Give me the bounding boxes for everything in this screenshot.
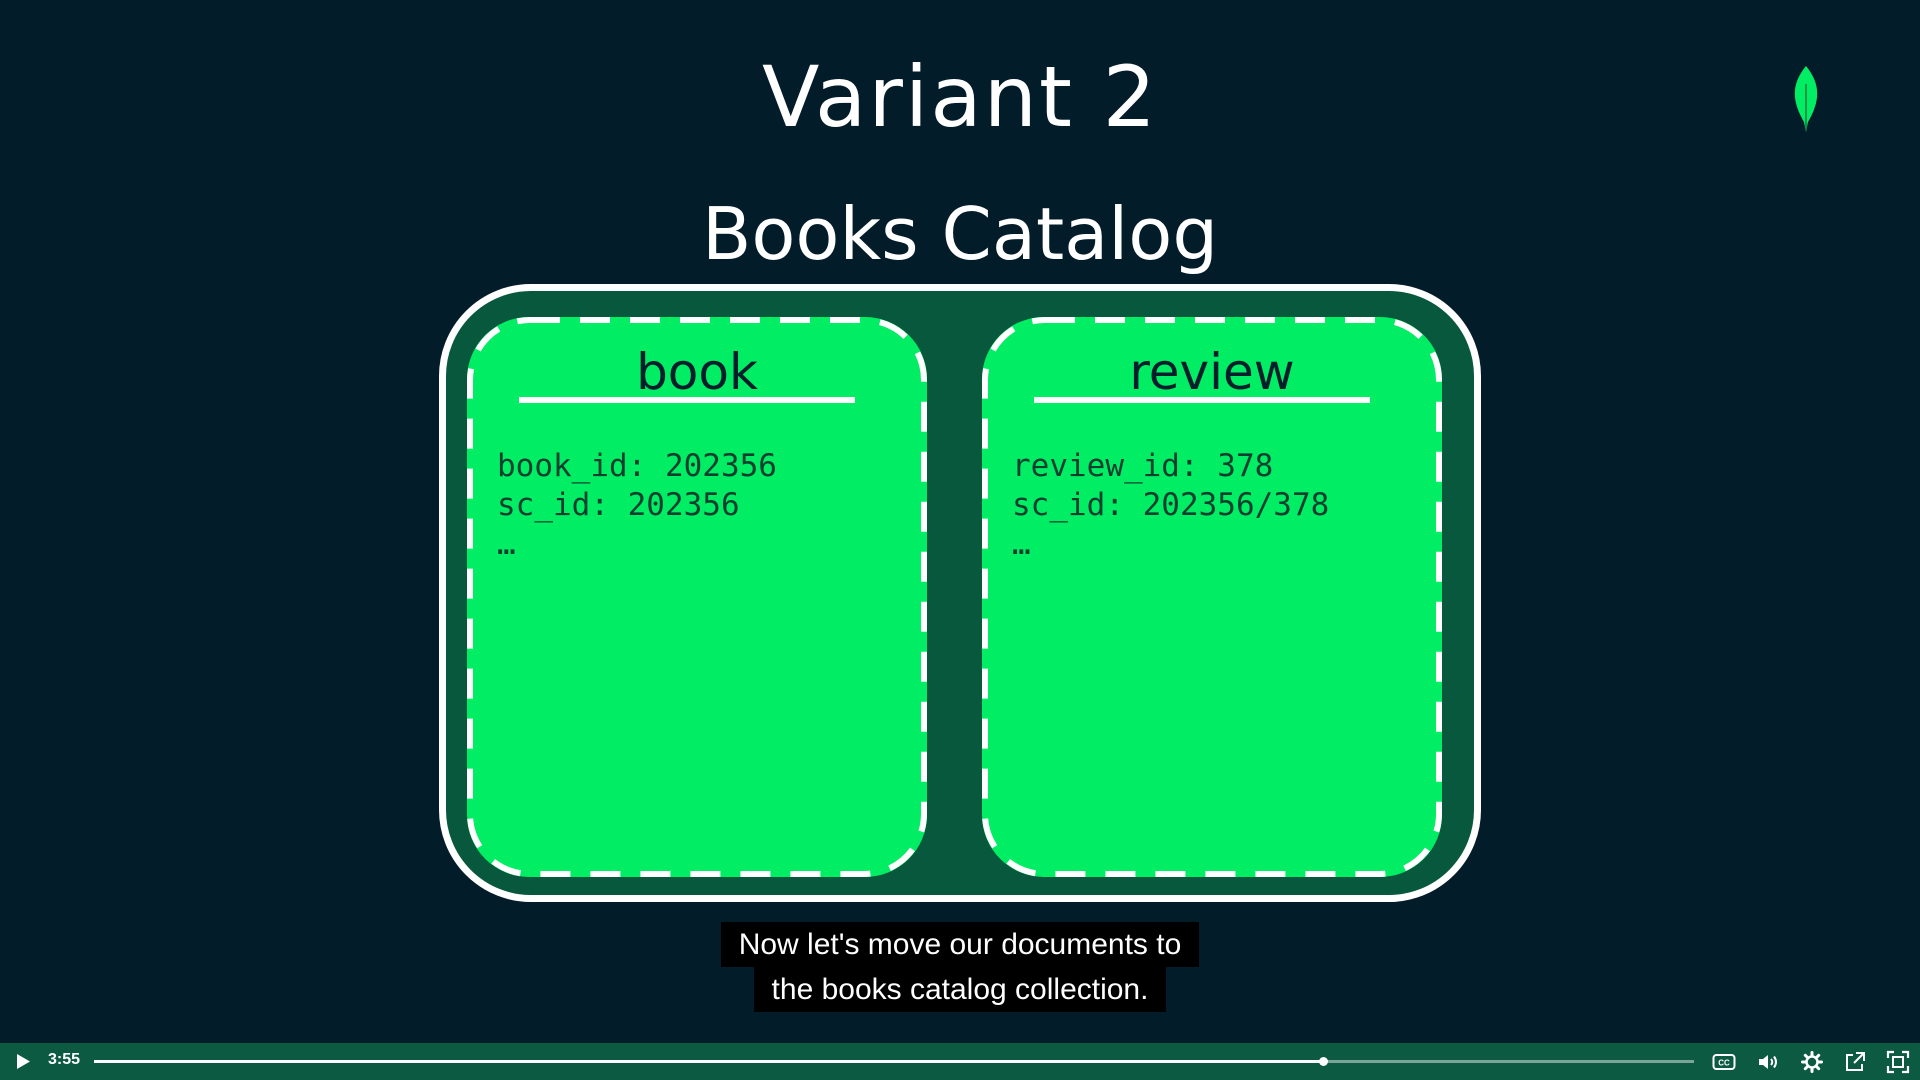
gear-icon[interactable] (1800, 1050, 1824, 1074)
field-line: sc_id: 202356/378 (1012, 487, 1330, 523)
document-dashed-border (982, 317, 1442, 877)
share-icon[interactable] (1843, 1050, 1867, 1074)
closed-captions-icon[interactable]: CC (1712, 1050, 1736, 1074)
play-icon[interactable] (14, 1052, 32, 1071)
document-book: book book_id: 202356 sc_id: 202356 … (467, 317, 927, 877)
field-ellipsis: … (1012, 526, 1031, 562)
progress-played (94, 1060, 1323, 1063)
heading-underline (519, 397, 855, 403)
fullscreen-icon[interactable] (1886, 1050, 1910, 1074)
svg-text:CC: CC (1718, 1059, 1730, 1068)
document-dashed-border (467, 317, 927, 877)
slide-title: Variant 2 (761, 48, 1159, 146)
subtitle-captions: Now let's move our documents to the book… (0, 922, 1920, 1012)
caption-line-2: the books catalog collection. (753, 967, 1167, 1012)
progress-scrubber-handle[interactable] (1318, 1057, 1328, 1066)
field-ellipsis: … (497, 526, 516, 562)
field-line: review_id: 378 (1012, 448, 1274, 484)
document-fields: review_id: 378 sc_id: 202356/378 … (1012, 447, 1329, 564)
collection-title: Books Catalog (701, 192, 1219, 276)
current-time: 3:55 (48, 1051, 81, 1068)
volume-icon[interactable] (1756, 1050, 1780, 1074)
video-frame[interactable]: Variant 2 Books Catalog book book_id: 20… (0, 0, 1920, 1043)
document-name: book (636, 343, 758, 401)
player-control-bar: 3:55 CC (0, 1043, 1920, 1080)
progress-bar[interactable] (94, 1057, 1694, 1066)
field-line: sc_id: 202356 (497, 487, 740, 523)
caption-line-1: Now let's move our documents to (720, 922, 1200, 967)
field-line: book_id: 202356 (497, 448, 777, 484)
heading-underline (1034, 397, 1370, 403)
document-review: review review_id: 378 sc_id: 202356/378 … (982, 317, 1442, 877)
document-fields: book_id: 202356 sc_id: 202356 … (497, 447, 777, 564)
document-name: review (1129, 343, 1295, 401)
mongodb-leaf-icon (1794, 66, 1818, 132)
